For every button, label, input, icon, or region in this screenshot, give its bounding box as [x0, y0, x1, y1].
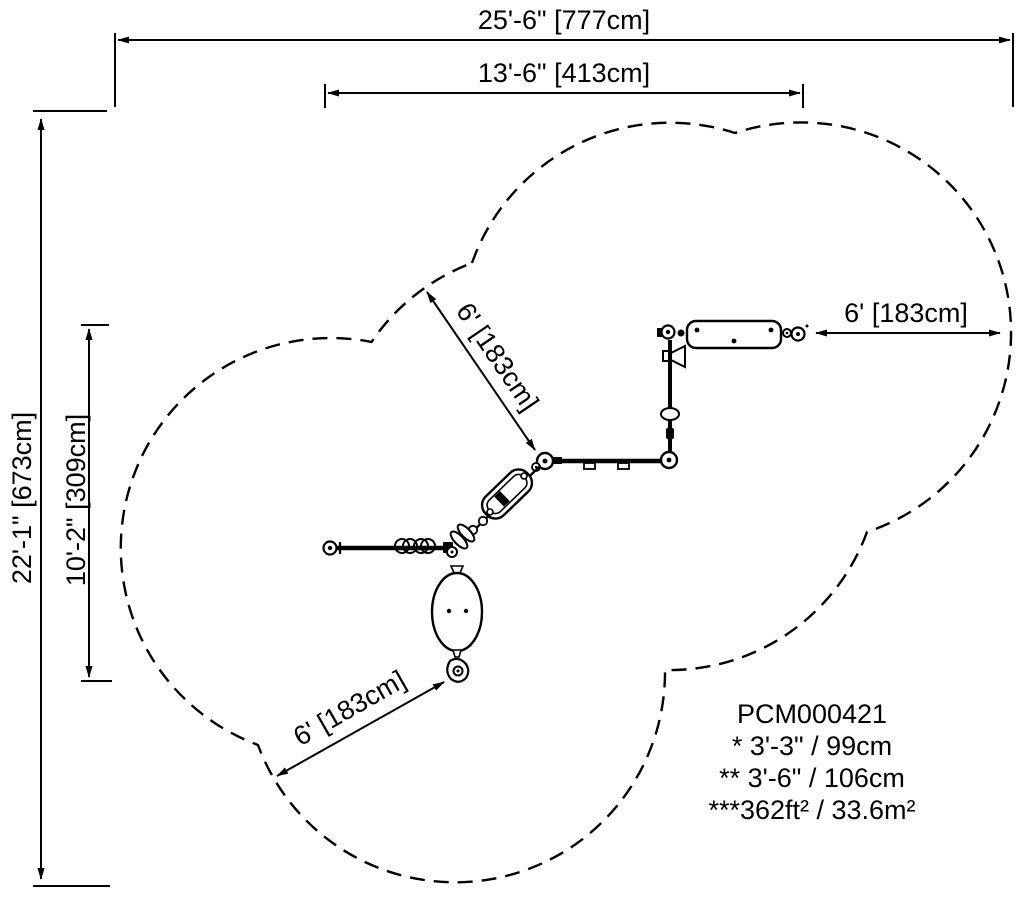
- equipment-diagonal-arm: [465, 465, 541, 539]
- junction-small-ring-dot: [534, 465, 538, 469]
- beam-tab: [617, 462, 630, 470]
- glider-right-ring-dot: [796, 332, 800, 336]
- glider-bolt-dot: [694, 327, 700, 333]
- beam-ring: [413, 538, 429, 554]
- left-arm-end-dot: [327, 545, 333, 551]
- junction-ring-mid-dot: [542, 458, 548, 464]
- pod-bump: [486, 508, 494, 516]
- dim-radius-upper: 6' [183cm]: [426, 291, 545, 451]
- model-number: PCM000421: [737, 699, 887, 729]
- pod-bump: [520, 472, 528, 480]
- arm-chain-ring: [477, 515, 489, 527]
- glider-left-ring-dot: [665, 329, 671, 335]
- equipment-mid-beam: [531, 450, 679, 472]
- note-line-1: * 3'-3" / 99cm: [732, 731, 892, 761]
- junction-disc: [456, 523, 476, 543]
- use-zone-boundary: [119, 121, 1013, 884]
- dim-radius-right: 6' [183cm]: [815, 298, 1001, 337]
- dim-radius-upper-line: [426, 291, 536, 451]
- equipment-glider-assembly: [657, 319, 809, 456]
- dim-radius-lower-line: [276, 681, 445, 777]
- oval-seat: [430, 571, 484, 653]
- equipment-left-arm: [322, 538, 447, 556]
- dim-equipment-width-label: 13'-6" [413cm]: [478, 58, 650, 88]
- oval-bottom-nub: [451, 649, 463, 658]
- glider-right-tiny-dot: [805, 324, 809, 328]
- post-collar: [660, 407, 680, 421]
- glider-left-bolt: [657, 328, 662, 337]
- note-line-3: ***362ft² / 33.6m²: [708, 795, 915, 825]
- beam-ring: [420, 538, 436, 554]
- beam-ring: [394, 538, 410, 554]
- dim-total-height: 22'-1" [673cm]: [7, 110, 110, 887]
- dim-radius-right-label: 6' [183cm]: [844, 298, 968, 328]
- horn-bell: [670, 344, 686, 369]
- dim-total-width: 25'-6" [777cm]: [114, 5, 1014, 107]
- note-line-2: ** 3'-6" / 106cm: [719, 763, 905, 793]
- dim-inner-height: 10'-2" [309cm]: [61, 324, 112, 682]
- pod-outer: [480, 468, 534, 520]
- glider-seat: [685, 319, 783, 350]
- dim-radius-lower: 6' [183cm]: [276, 665, 445, 777]
- pod-insert: [494, 491, 510, 507]
- glider-left-link: [677, 329, 685, 337]
- glider-right-link-dot: [785, 331, 789, 335]
- beam-ring: [402, 538, 418, 554]
- oval-seat-dot: [463, 608, 469, 614]
- glider-center-dot: [731, 338, 737, 344]
- glider-bolt-dot: [768, 327, 774, 333]
- notes-block: PCM000421 * 3'-3" / 99cm ** 3'-6" / 106c…: [708, 699, 915, 825]
- anchor-ring-dot: [456, 669, 460, 673]
- equipment-oval-seat: [430, 571, 484, 683]
- dim-total-height-label: 22'-1" [673cm]: [7, 412, 37, 584]
- dim-equipment-width: 13'-6" [413cm]: [324, 58, 804, 108]
- dim-total-width-label: 25'-6" [777cm]: [478, 5, 650, 35]
- post-node: [666, 428, 674, 439]
- dim-inner-height-label: 10'-2" [309cm]: [61, 414, 91, 586]
- junction-lower-ring-dot: [450, 550, 454, 554]
- oval-seat-dot: [446, 608, 452, 614]
- junction-ring-right-dot: [666, 457, 672, 463]
- beam-link: [553, 457, 562, 464]
- beam-tab: [583, 462, 596, 470]
- dim-radius-upper-label: 6' [183cm]: [450, 297, 545, 416]
- dim-radius-lower-label: 6' [183cm]: [288, 665, 410, 752]
